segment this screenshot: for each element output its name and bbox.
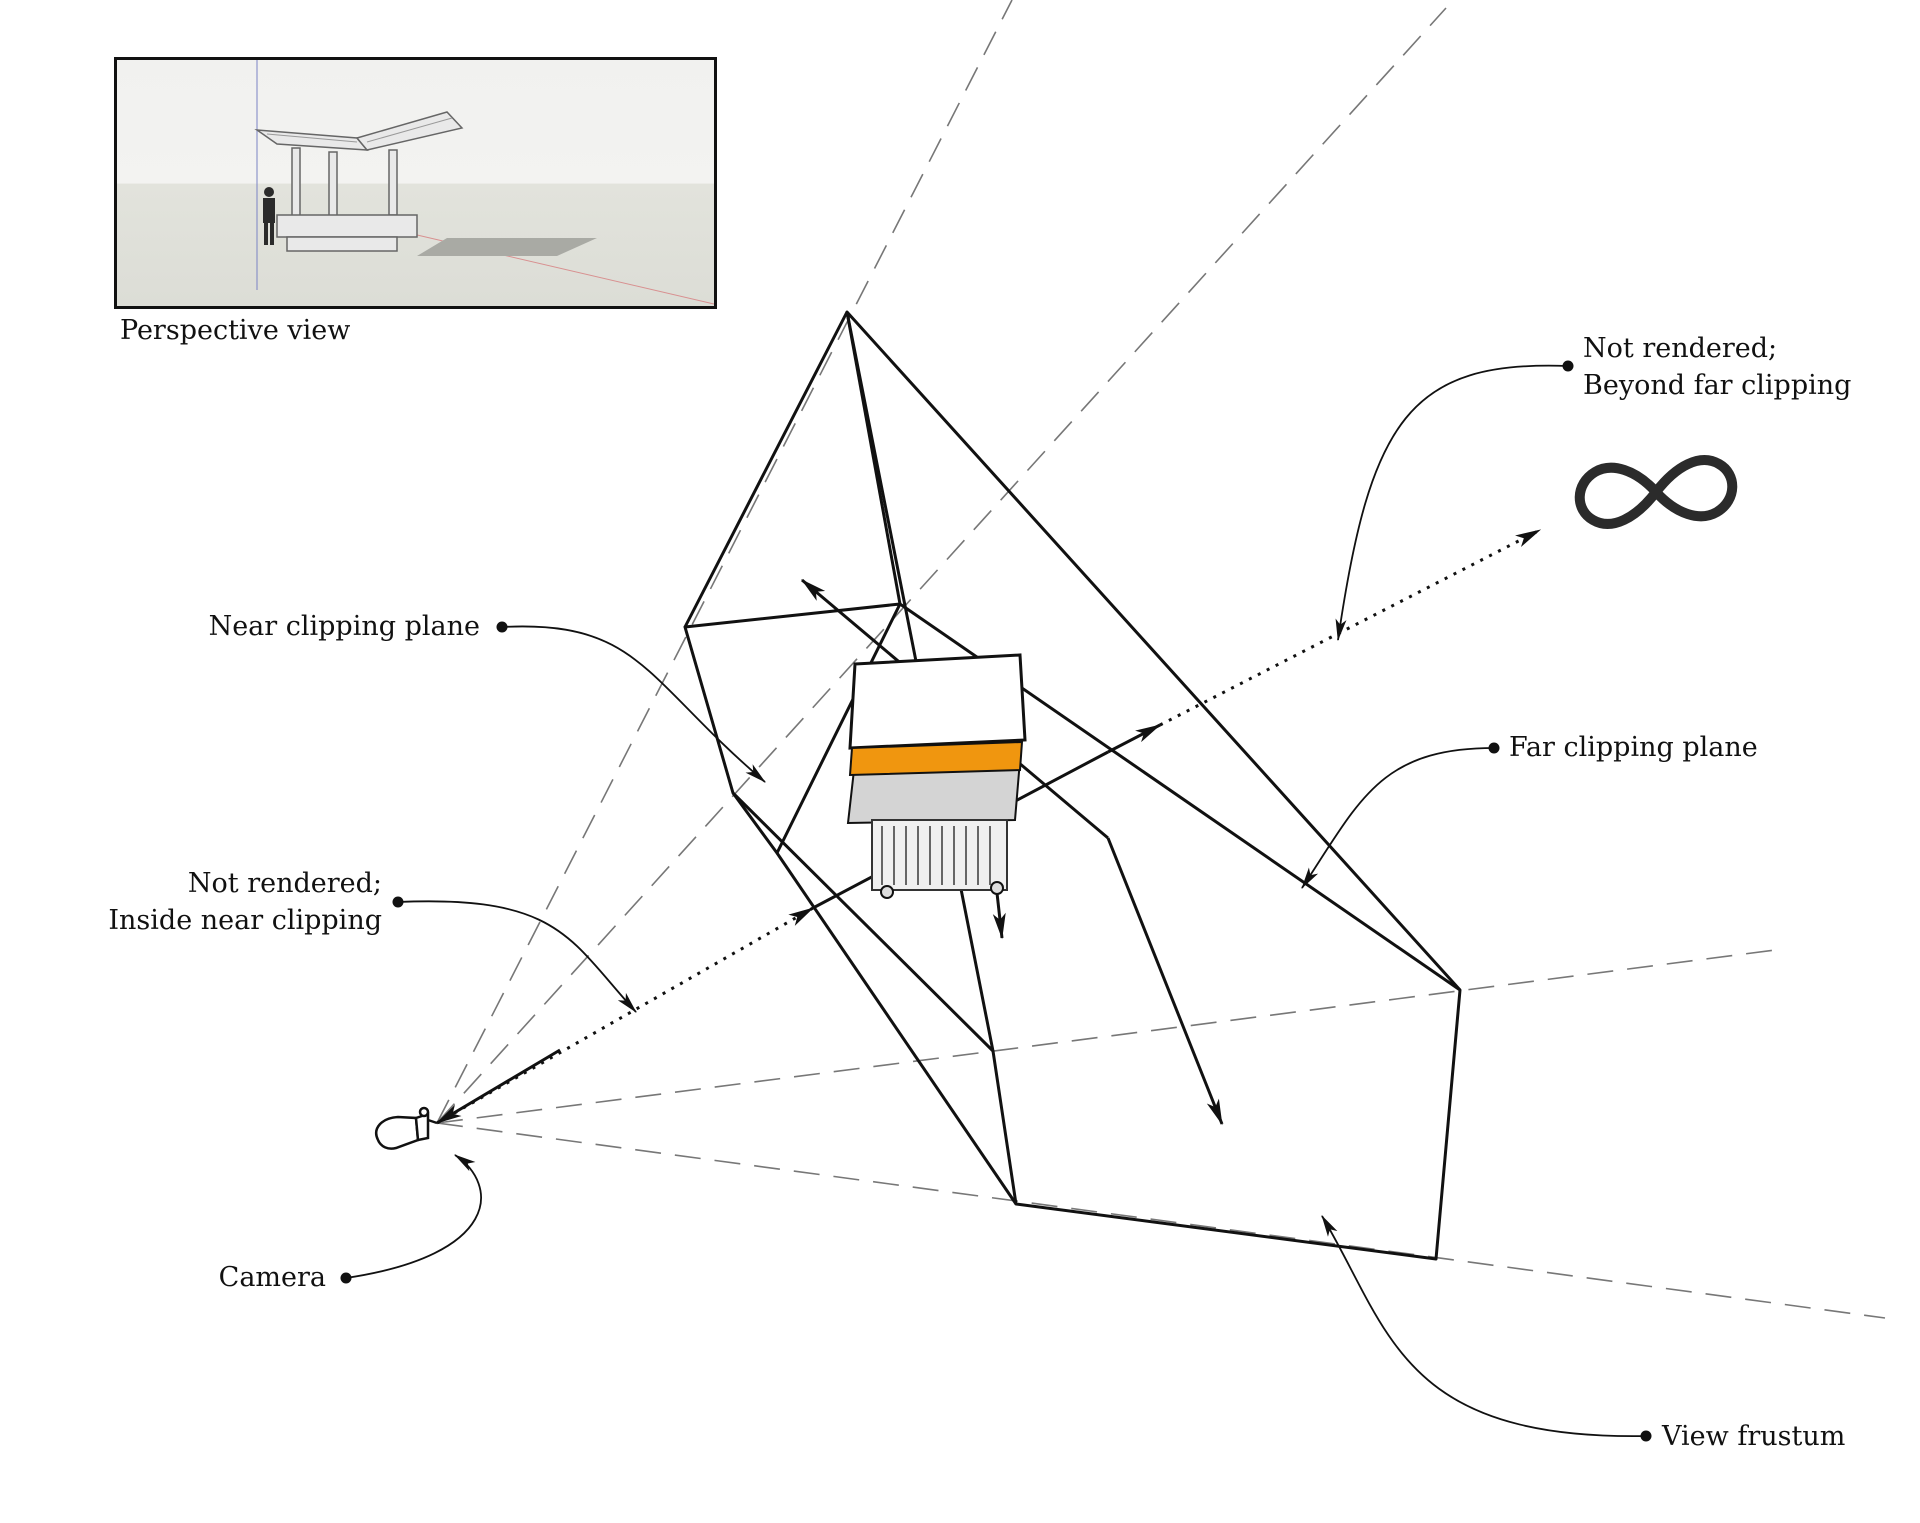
model-back-panel	[848, 653, 1027, 750]
infinity-symbol-icon	[1574, 455, 1738, 529]
camera-label: Camera	[218, 1262, 326, 1293]
label-leaders	[340, 360, 1652, 1442]
perspective-scene	[254, 60, 714, 305]
model-base	[871, 819, 1008, 891]
model-section	[846, 653, 1027, 899]
view-frustum-label: View frustum	[1662, 1421, 1846, 1452]
not-rendered-far-label: Not rendered; Beyond far clipping	[1583, 333, 1852, 401]
person-figure	[263, 187, 275, 245]
not-rendered-near-label: Not rendered; Inside near clipping	[108, 868, 382, 936]
camera-icon	[375, 1106, 438, 1150]
model-orange-band	[848, 740, 1024, 777]
view-frustum	[683, 310, 1462, 1261]
perspective-view-inset	[114, 57, 717, 309]
perspective-view-caption: Perspective view	[120, 315, 351, 346]
near-clipping-plane-label: Near clipping plane	[208, 611, 480, 642]
far-clipping-plane-label: Far clipping plane	[1509, 732, 1758, 763]
